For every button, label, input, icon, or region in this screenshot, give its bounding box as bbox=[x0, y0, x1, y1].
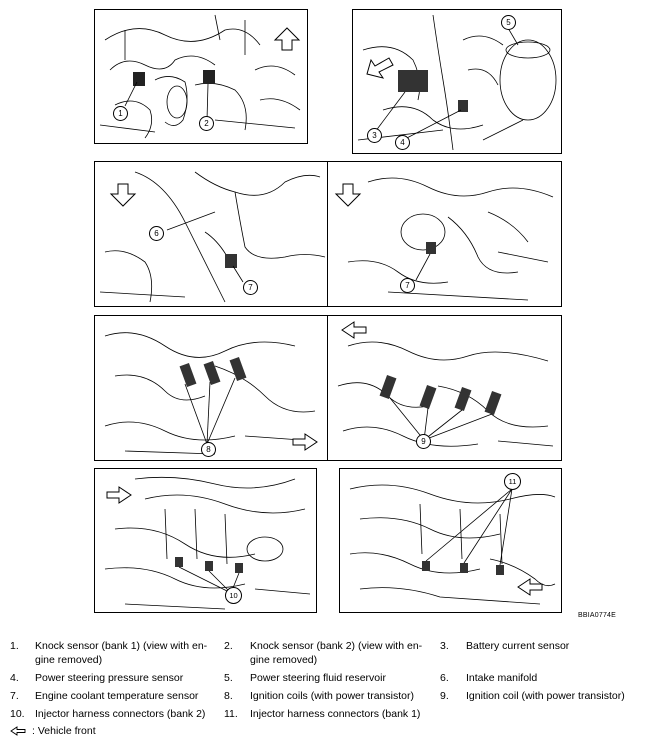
injector-bank1-illustration bbox=[349, 484, 556, 605]
legend-text-5: Power steering fluid reservoir bbox=[250, 672, 386, 684]
injector-bank2-illustration bbox=[104, 476, 311, 610]
callout-11: 11 bbox=[504, 473, 521, 490]
legend-text-6: Intake manifold bbox=[466, 672, 538, 684]
legend-num-5: 5. bbox=[224, 672, 233, 684]
panel-knock-sensors: 1 2 bbox=[94, 9, 308, 144]
legend-text-7: Engine coolant temperature sensor bbox=[35, 690, 199, 702]
arrow-icon bbox=[334, 183, 362, 207]
legend-text-8: Ignition coils (with power transistor) bbox=[250, 690, 414, 702]
legend-num-9: 9. bbox=[440, 690, 449, 702]
legend-text-11: Injector harness connectors (bank 1) bbox=[250, 708, 421, 720]
legend-text-10: Injector harness connectors (bank 2) bbox=[35, 708, 206, 720]
callout-8: 8 bbox=[201, 442, 216, 457]
callout-2: 2 bbox=[199, 116, 214, 131]
legend-text-1: Knock sensor (bank 1) (view with en- bbox=[35, 640, 208, 652]
callout-9: 9 bbox=[416, 434, 431, 449]
panel-ect-sensor: 7 bbox=[327, 161, 562, 307]
arrow-icon bbox=[341, 321, 367, 339]
intake-manifold-illustration bbox=[99, 171, 326, 303]
engine-block-illustration bbox=[99, 14, 301, 139]
panel-ignition-coils: 8 bbox=[94, 315, 329, 461]
legend-text-3: Battery current sensor bbox=[466, 640, 570, 652]
callout-6: 6 bbox=[149, 226, 164, 241]
callout-10: 10 bbox=[225, 587, 242, 604]
arrow-icon bbox=[109, 183, 137, 207]
ect-sensor-illustration bbox=[334, 177, 554, 301]
panel-intake-manifold: 6 7 bbox=[94, 161, 329, 307]
arrow-icon bbox=[366, 57, 394, 79]
panel-battery-current-sensor: 3 4 5 bbox=[352, 9, 562, 154]
legend-num-7: 7. bbox=[10, 690, 19, 702]
legend-num-8: 8. bbox=[224, 690, 233, 702]
legend-text-2: Knock sensor (bank 2) (view with en- bbox=[250, 640, 423, 652]
arrow-icon bbox=[273, 27, 301, 51]
callout-7a: 7 bbox=[243, 280, 258, 295]
legend-text-4: Power steering pressure sensor bbox=[35, 672, 184, 684]
figure-code: BBIA0774E bbox=[578, 612, 616, 619]
legend-num-11: 11. bbox=[224, 708, 238, 720]
battery-area-illustration bbox=[357, 14, 557, 151]
legend-num-4: 4. bbox=[10, 672, 19, 684]
legend-num-6: 6. bbox=[440, 672, 449, 684]
legend-text-9: Ignition coil (with power transistor) bbox=[466, 690, 625, 702]
legend-num-2: 2. bbox=[224, 640, 233, 652]
ignition-coil-illustration bbox=[337, 321, 554, 447]
panel-injector-harness-bank1: 11 bbox=[339, 468, 562, 613]
callout-5: 5 bbox=[501, 15, 516, 30]
panel-ignition-coil: 9 bbox=[327, 315, 562, 461]
legend-num-10: 10. bbox=[10, 708, 25, 720]
arrow-icon bbox=[292, 433, 318, 451]
legend-num-1: 1. bbox=[10, 640, 19, 652]
panel-injector-harness-bank2: 10 bbox=[94, 468, 317, 613]
legend-num-3: 3. bbox=[440, 640, 449, 652]
vehicle-front-label: : Vehicle front bbox=[32, 725, 96, 737]
vehicle-front-arrow-icon bbox=[10, 726, 26, 736]
legend-text-1b: gine removed) bbox=[35, 654, 103, 666]
callout-7b: 7 bbox=[400, 278, 415, 293]
callout-3: 3 bbox=[367, 128, 382, 143]
arrow-icon bbox=[106, 486, 132, 504]
arrow-icon bbox=[517, 578, 543, 596]
callout-4: 4 bbox=[395, 135, 410, 150]
ignition-coils-illustration bbox=[104, 332, 318, 455]
callout-1: 1 bbox=[113, 106, 128, 121]
legend-text-2b: gine removed) bbox=[250, 654, 318, 666]
